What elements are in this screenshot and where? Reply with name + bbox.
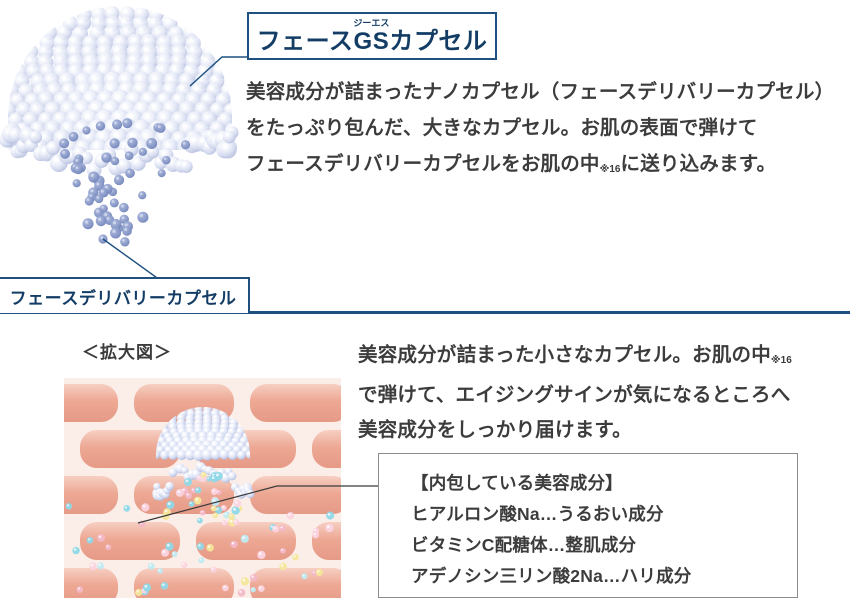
falling-delivery-capsules (59, 118, 191, 247)
top-copy-line-3-a: フェースデリバリーカプセルをお肌の中 (246, 153, 600, 175)
top-copy-line-1: 美容成分が詰まったナノカプセル（フェースデリバリーカプセル） (246, 81, 835, 103)
delivery-capsule-description: 美容成分が詰まった小さなカプセル。お肌の中※16 で弾けて、エイジングサインが気… (358, 338, 828, 448)
enlarged-view-label: ＜拡大図＞ (82, 343, 172, 362)
footnote-marker-16-mid: ※16 (770, 355, 792, 366)
gs-capsule-title-box: フェース ジーエス GS カプセル (247, 12, 497, 60)
capsule-dome (8, 6, 232, 150)
capsule-rim-spheres (0, 122, 239, 178)
mid-copy-line-3: 美容成分をしっかり届けます。 (358, 419, 632, 441)
footnote-marker-16-top: ※16 (599, 164, 621, 175)
top-copy-line-2: をたっぷり包んだ、大きなカプセル。お肌の表面で弾けて (246, 117, 758, 139)
delivery-capsule-label-box: フェースデリバリーカプセル (0, 277, 250, 313)
gs-capsule-description: 美容成分が詰まったナノカプセル（フェースデリバリーカプセル） をたっぷり包んだ、… (246, 74, 846, 188)
mid-copy-line-2: で弾けて、エイジングサインが気になるところへ (358, 384, 791, 406)
delivery-capsule-label-text: フェースデリバリーカプセル (9, 288, 237, 308)
section-divider (0, 311, 850, 314)
title-suffix: カプセル (389, 27, 488, 55)
title-ruby: ジーエス (353, 17, 390, 28)
mid-copy-line-1: 美容成分が詰まった小さなカプセル。お肌の中※16 (358, 338, 828, 378)
gs-capsule-title-text: フェース ジーエス GS カプセル (256, 17, 488, 55)
top-copy-line-3: フェースデリバリーカプセルをお肌の中※16に送り込みます。 (246, 146, 846, 188)
title-ruby-base: GS (353, 27, 390, 55)
ingredient-item: ヒアルロン酸Na…うるおい成分 (411, 504, 664, 524)
top-copy-line-3-b: に送り込みます。 (620, 153, 777, 175)
burst-capsule (156, 407, 250, 461)
title-ruby-group: ジーエス GS (353, 17, 390, 55)
ingredient-item: ビタミンC配糖体…整肌成分 (411, 535, 637, 555)
title-prefix: フェース (256, 27, 354, 55)
mid-copy-line-1-a: 美容成分が詰まった小さなカプセル。お肌の中 (358, 344, 771, 366)
ingredients-heading: 【内包している美容成分】 (411, 473, 623, 493)
ingredient-item: アデノシン三リン酸2Na…ハリ成分 (411, 566, 692, 586)
gs-capsule-illustration (0, 6, 239, 247)
skin-cross-section-illustration (64, 378, 341, 598)
ingredients-box: 【内包している美容成分】 ヒアルロン酸Na…うるおい成分 ビタミンC配糖体…整肌… (378, 453, 798, 598)
